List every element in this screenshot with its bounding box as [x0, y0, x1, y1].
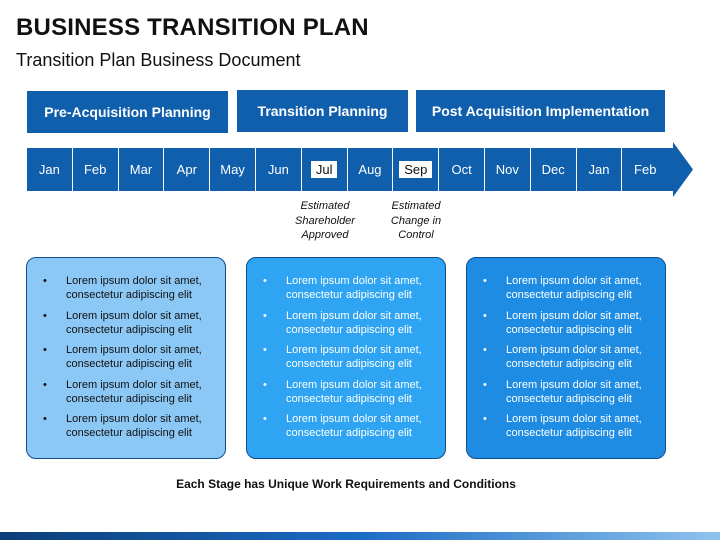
timeline-month-label: Nov: [495, 162, 519, 177]
timeline-arrow-shape: [27, 142, 693, 197]
timeline-month-label: Dec: [541, 162, 565, 177]
stage-list-item: • Lorem ipsum dolor sit amet, consectetur…: [259, 378, 435, 406]
timeline-month: Jan: [27, 148, 73, 191]
stage-list: • Lorem ipsum dolor sit amet, consectetur…: [479, 274, 655, 440]
bullet-icon: •: [43, 344, 47, 356]
stage-list-item: • Lorem ipsum dolor sit amet, consectetur…: [39, 309, 215, 337]
timeline-month: Mar: [119, 148, 165, 191]
bullet-icon: •: [263, 344, 267, 356]
stage-list-item-text: Lorem ipsum dolor sit amet, consectetur …: [286, 378, 422, 405]
stage-list-item-text: Lorem ipsum dolor sit amet, consectetur …: [66, 309, 202, 336]
bullet-icon: •: [43, 378, 47, 391]
stage-list-item: • Lorem ipsum dolor sit amet, consectetur…: [479, 343, 655, 371]
footer-caption: Each Stage has Unique Work Requirements …: [176, 477, 516, 491]
stage-list-item-text: Lorem ipsum dolor sit amet, consectetur …: [286, 344, 422, 370]
stage-list-item-text: Lorem ipsum dolor sit amet, consectetur …: [506, 309, 642, 336]
stage-list-item-text: Lorem ipsum dolor sit amet, consectetur …: [506, 378, 642, 405]
stage-list-item: • Lorem ipsum dolor sit amet, consectetur…: [259, 412, 435, 440]
stage-list-item-text: Lorem ipsum dolor sit amet, consectetur …: [506, 413, 642, 439]
stage-list-item-text: Lorem ipsum dolor sit amet, consectetur …: [66, 378, 202, 405]
timeline-month-label: Feb: [83, 162, 107, 177]
stage-list-item-text: Lorem ipsum dolor sit amet, consectetur …: [66, 413, 202, 439]
phase-pre-acquisition: Pre-Acquisition Planning: [27, 91, 228, 133]
stage-list-item: • Lorem ipsum dolor sit amet, consectetur…: [39, 343, 215, 371]
stage-list-item: • Lorem ipsum dolor sit amet, consectetur…: [39, 378, 215, 406]
timeline-month: Jan: [577, 148, 623, 191]
timeline-month: Feb: [73, 148, 119, 191]
timeline-month: Feb: [622, 148, 668, 191]
stage-card-post-acquisition: • Lorem ipsum dolor sit amet, consectetur…: [466, 257, 666, 459]
bullet-icon: •: [483, 275, 487, 287]
timeline-month-label: Mar: [129, 162, 153, 177]
stage-card-pre-acquisition: • Lorem ipsum dolor sit amet, consectetur…: [26, 257, 226, 459]
bullet-icon: •: [263, 275, 267, 287]
stage-list-item: • Lorem ipsum dolor sit amet, consectetur…: [39, 274, 215, 302]
stage-list-item-text: Lorem ipsum dolor sit amet, consectetur …: [286, 413, 422, 439]
timeline-month: Jul: [302, 148, 348, 191]
timeline-month-label: Jun: [267, 162, 289, 177]
timeline-month: Sep: [393, 148, 440, 191]
stage-list-item: • Lorem ipsum dolor sit amet, consectetur…: [479, 309, 655, 337]
stage-list-item: • Lorem ipsum dolor sit amet, consectetur…: [259, 343, 435, 371]
stage-list-item-text: Lorem ipsum dolor sit amet, consectetur …: [286, 275, 422, 301]
stage-list-item-text: Lorem ipsum dolor sit amet, consectetur …: [286, 309, 422, 336]
stage-list-item: • Lorem ipsum dolor sit amet, consectetur…: [259, 274, 435, 302]
timeline-month: Oct: [439, 148, 485, 191]
timeline-month: Dec: [531, 148, 577, 191]
timeline-month: Jun: [256, 148, 302, 191]
bullet-icon: •: [263, 413, 267, 425]
bullet-icon: •: [483, 378, 487, 391]
bullet-icon: •: [483, 309, 487, 322]
stage-list-item: • Lorem ipsum dolor sit amet, consectetur…: [479, 412, 655, 440]
stage-list: • Lorem ipsum dolor sit amet, consectetur…: [259, 274, 435, 440]
stage-list-item-text: Lorem ipsum dolor sit amet, consectetur …: [66, 344, 202, 370]
milestone-shareholder-approved: Estimated Shareholder Approved: [295, 200, 355, 241]
bottom-accent-bar: [0, 532, 720, 540]
bullet-icon: •: [43, 309, 47, 322]
page-title: BUSINESS TRANSITION PLAN: [16, 14, 369, 41]
bullet-icon: •: [43, 275, 47, 287]
timeline-month: Aug: [348, 148, 394, 191]
timeline-month-label: Jul: [310, 161, 338, 178]
timeline-month: Nov: [485, 148, 531, 191]
timeline-month-label: Apr: [176, 162, 197, 177]
timeline: Jan Feb Mar Apr May Jun Jul Aug Sep Oct Nov Dec Jan F…: [27, 142, 693, 197]
stage-list-item: • Lorem ipsum dolor sit amet, consectetur…: [479, 274, 655, 302]
bullet-icon: •: [43, 413, 47, 425]
timeline-months: Jan Feb Mar Apr May Jun Jul Aug Sep Oct Nov Dec Jan F…: [27, 148, 668, 191]
timeline-month-label: May: [220, 162, 245, 177]
page-subtitle: Transition Plan Business Document: [16, 50, 301, 70]
stage-list-item: • Lorem ipsum dolor sit amet, consectetur…: [479, 378, 655, 406]
stage-card-transition: • Lorem ipsum dolor sit amet, consectetur…: [246, 257, 446, 459]
stage-list-item-text: Lorem ipsum dolor sit amet, consectetur …: [506, 344, 642, 370]
bullet-icon: •: [483, 344, 487, 356]
timeline-month-label: Feb: [634, 162, 657, 177]
timeline-month-label: Jan: [588, 162, 610, 177]
timeline-arrow: [27, 142, 693, 197]
stage-list-item-text: Lorem ipsum dolor sit amet, consectetur …: [66, 275, 202, 301]
stage-list-item: • Lorem ipsum dolor sit amet, consectetur…: [39, 412, 215, 440]
bullet-icon: •: [263, 378, 267, 391]
timeline-month-label: Aug: [358, 162, 382, 177]
milestone-change-in-control: Estimated Change in Control: [390, 200, 442, 241]
stage-list-item: • Lorem ipsum dolor sit amet, consectetur…: [259, 309, 435, 337]
bullet-icon: •: [483, 413, 487, 425]
phase-post-acquisition: Post Acquisition Implementation: [416, 90, 665, 132]
timeline-month: May: [210, 148, 256, 191]
stage-list-item-text: Lorem ipsum dolor sit amet, consectetur …: [506, 275, 642, 301]
timeline-month-label: Jan: [38, 162, 60, 177]
bullet-icon: •: [263, 309, 267, 322]
phase-transition-planning: Transition Planning: [237, 90, 408, 132]
timeline-month-label: Sep: [399, 161, 433, 178]
stage-list: • Lorem ipsum dolor sit amet, consectetur…: [39, 274, 215, 440]
timeline-month-label: Oct: [451, 162, 472, 177]
timeline-month: Apr: [164, 148, 211, 191]
